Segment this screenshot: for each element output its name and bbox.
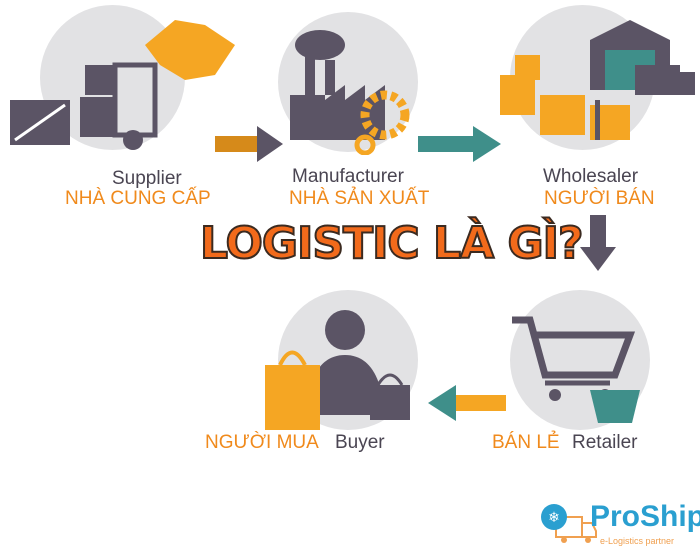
diagram-title: LOGISTIC LÀ GÌ? xyxy=(199,217,584,270)
proship-logo-icon: ❄ xyxy=(541,504,597,543)
warehouse-truck-icon xyxy=(500,20,695,140)
buyer-label-vi: NGƯỜI MUA xyxy=(205,432,319,453)
arrow-retailer-to-buyer xyxy=(428,385,506,421)
wholesaler-label-vi: NGƯỜI BÁN xyxy=(544,188,655,209)
arrow-supplier-to-manufacturer xyxy=(215,126,283,162)
supplier-label-vi: NHÀ CUNG CẤP xyxy=(65,188,211,209)
retailer-label-vi: BÁN LẺ xyxy=(492,432,560,453)
retailer-label: Retailer xyxy=(572,432,638,453)
logo-name: ProShip xyxy=(590,500,700,533)
supplier-label: Supplier xyxy=(112,168,182,189)
logo-tagline: e-Logistics partner xyxy=(600,536,675,546)
buyer-shopping-bags-icon xyxy=(265,310,410,430)
buyer-label: Buyer xyxy=(335,432,385,453)
supplier-handshake-boxes-icon xyxy=(10,20,235,150)
arrow-wholesaler-to-retailer xyxy=(580,215,616,271)
factory-gear-icon xyxy=(290,30,410,155)
wholesaler-label: Wholesaler xyxy=(543,166,639,187)
arrow-manufacturer-to-wholesaler xyxy=(418,126,501,162)
svg-text:❄: ❄ xyxy=(548,509,560,525)
manufacturer-label: Manufacturer xyxy=(292,166,404,187)
manufacturer-label-vi: NHÀ SẢN XUẤT xyxy=(289,188,430,209)
shopping-cart-basket-icon xyxy=(512,316,640,423)
